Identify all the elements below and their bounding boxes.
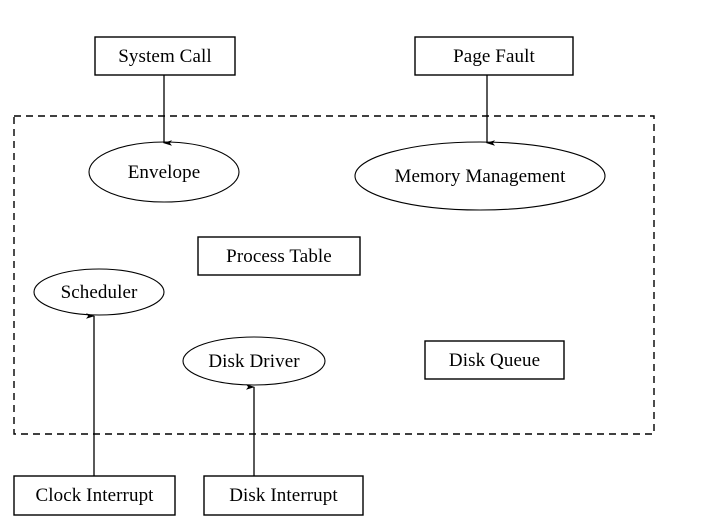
node-shape-envelope[interactable] xyxy=(88,141,240,203)
node-shapes-layer xyxy=(13,36,606,516)
node-shape-disk-queue[interactable] xyxy=(424,340,565,380)
node-shape-clock-interrupt[interactable] xyxy=(13,475,176,516)
node-shape-memory-management[interactable] xyxy=(354,141,606,211)
node-shape-system-call[interactable] xyxy=(94,36,236,76)
node-shape-scheduler[interactable] xyxy=(33,268,165,316)
node-shape-disk-interrupt[interactable] xyxy=(203,475,364,516)
node-shape-page-fault[interactable] xyxy=(414,36,574,76)
kernel-boundary xyxy=(13,115,655,435)
node-shape-process-table[interactable] xyxy=(197,236,361,276)
node-shape-disk-driver[interactable] xyxy=(182,336,326,386)
edges-layer xyxy=(86,75,495,476)
